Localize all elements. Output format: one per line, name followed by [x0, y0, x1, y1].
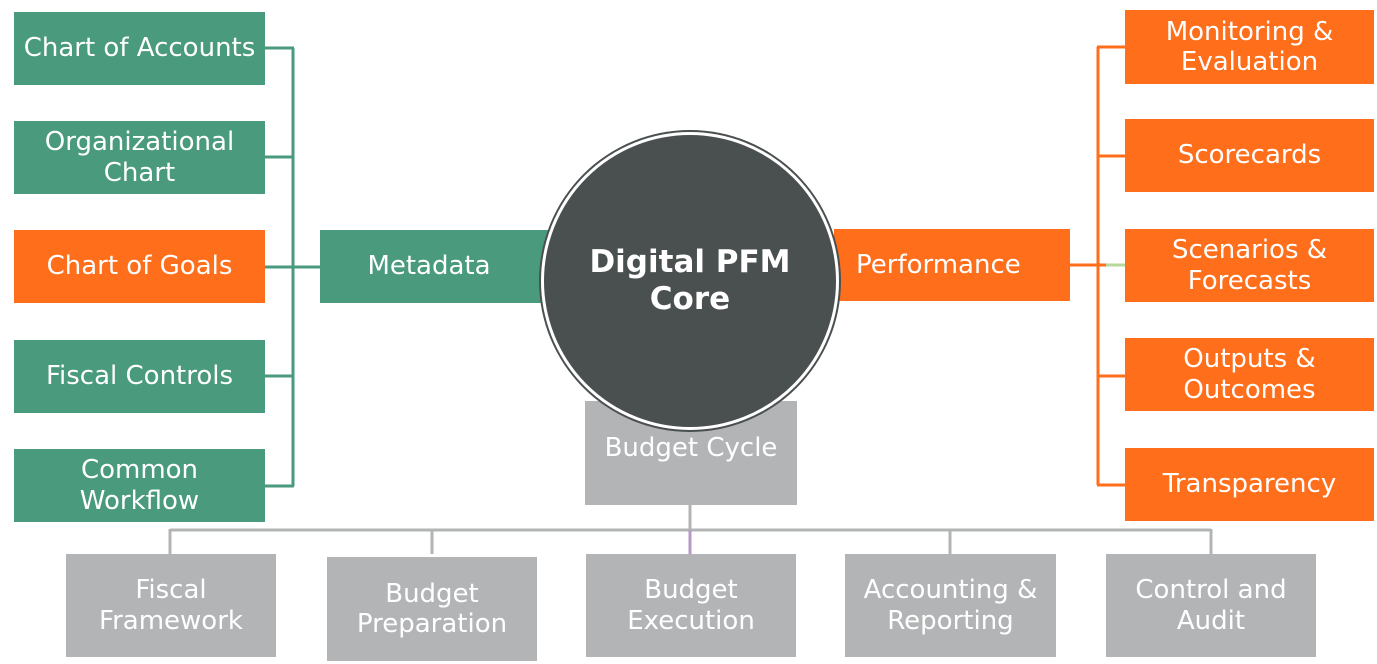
budget-preparation-box: Budget Preparation — [327, 557, 537, 661]
chart-of-accounts-box: Chart of Accounts — [14, 12, 265, 85]
fiscal-framework-box: Fiscal Framework — [66, 554, 276, 657]
fiscal-controls-box: Fiscal Controls — [14, 340, 265, 413]
organizational-chart-box: Organizational Chart — [14, 121, 265, 194]
transparency-box: Transparency — [1125, 448, 1374, 521]
outputs-outcomes-box: Outputs & Outcomes — [1125, 338, 1374, 411]
metadata-box: Metadata — [320, 230, 568, 303]
performance-connector — [1070, 45, 1125, 487]
accounting-reporting-box: Accounting & Reporting — [845, 554, 1056, 657]
common-workflow-box: Common Workflow — [14, 449, 265, 522]
control-audit-box: Control and Audit — [1106, 554, 1316, 657]
scenarios-forecasts-box: Scenarios & Forecasts — [1125, 229, 1374, 302]
performance-box: Performance — [834, 229, 1070, 301]
monitoring-evaluation-box: Monitoring & Evaluation — [1125, 10, 1374, 84]
scorecards-box: Scorecards — [1125, 119, 1374, 192]
digital-pfm-core: Digital PFM Core — [541, 132, 839, 430]
chart-of-goals-box: Chart of Goals — [14, 230, 265, 303]
budget-execution-box: Budget Execution — [586, 554, 796, 657]
metadata-connector — [265, 46, 320, 488]
